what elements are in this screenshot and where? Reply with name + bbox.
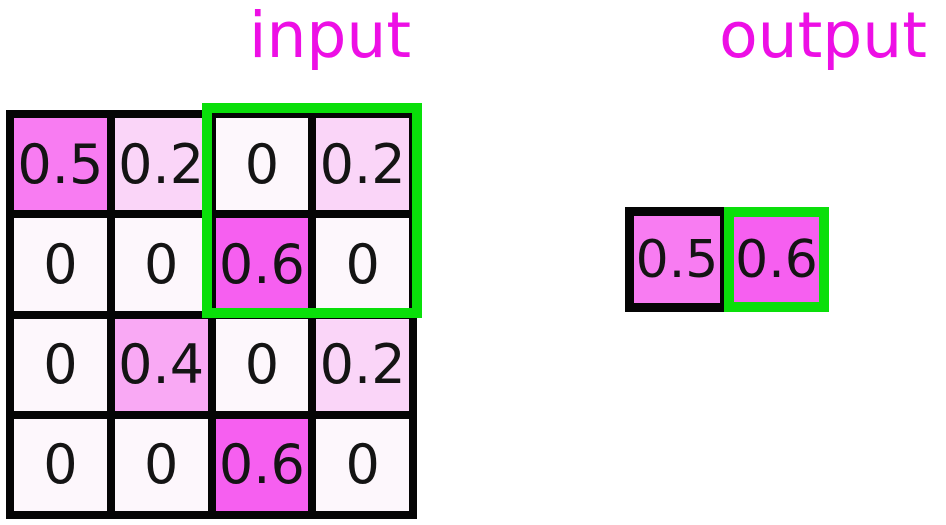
input-grid-cell-r0c0: 0.5 (14, 118, 107, 211)
output-grid-cell-1: 0.6 (724, 207, 829, 312)
input-grid-cell-r3c3: 0 (316, 418, 409, 511)
input-grid-cell-r3c0: 0 (14, 418, 107, 511)
input-title: input (248, 0, 412, 72)
input-grid-cell-r1c2: 0.6 (215, 218, 309, 311)
input-grid-cell-r1c3: 0 (316, 218, 409, 311)
input-grid-cell-r0c2: 0 (215, 118, 309, 211)
input-grid-cell-r3c2: 0.6 (215, 418, 309, 511)
input-grid-cell-r2c1: 0.4 (114, 318, 208, 411)
input-grid-cell-r1c1: 0 (114, 218, 208, 311)
input-grid-cell-r2c2: 0 (215, 318, 309, 411)
input-grid-cell-r0c1: 0.2 (114, 118, 208, 211)
input-grid-cell-r2c0: 0 (14, 318, 107, 411)
input-grid-cell-r1c0: 0 (14, 218, 107, 311)
input-grid-cell-r2c3: 0.2 (316, 318, 409, 411)
output-title: output (719, 0, 927, 72)
input-grid-cell-r0c3: 0.2 (316, 118, 409, 211)
input-grid-cell-r3c1: 0 (114, 418, 208, 511)
output-grid-cell-0: 0.5 (625, 207, 729, 312)
